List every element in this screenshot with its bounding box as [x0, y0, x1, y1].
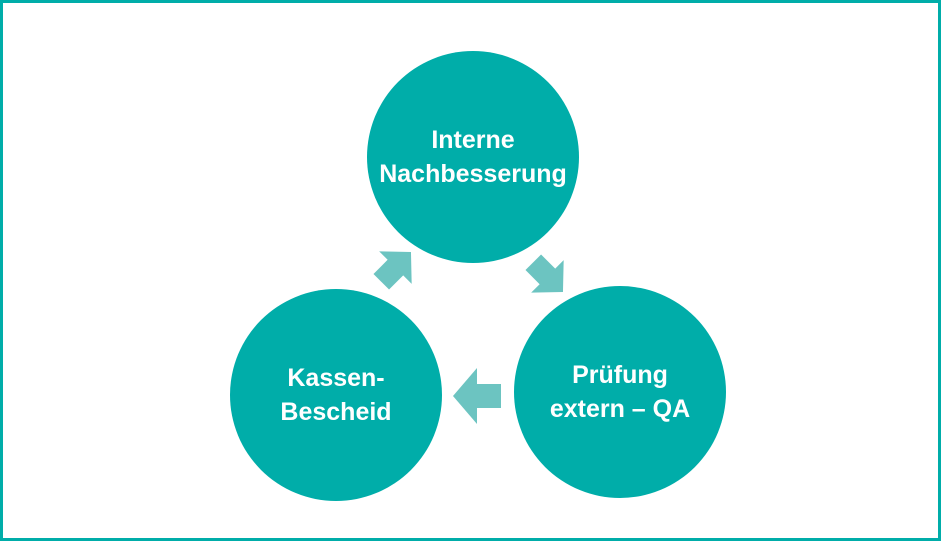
cycle-arrows — [373, 251, 564, 424]
node-label: Kassen- Bescheid — [280, 364, 392, 426]
node-pruefung-extern-qa: Prüfung extern – QA — [514, 286, 726, 498]
node-interne-nachbesserung: Interne Nachbesserung — [367, 51, 579, 263]
node-label: Prüfung extern – QA — [549, 361, 691, 423]
arrow-interne-to-pruefung — [525, 254, 564, 293]
arrow-pruefung-to-kassen — [453, 368, 501, 424]
node-kassen-bescheid: Kassen- Bescheid — [230, 289, 442, 501]
arrow-kassen-to-interne — [373, 251, 412, 290]
node-label: Interne Nachbesserung — [379, 126, 567, 188]
